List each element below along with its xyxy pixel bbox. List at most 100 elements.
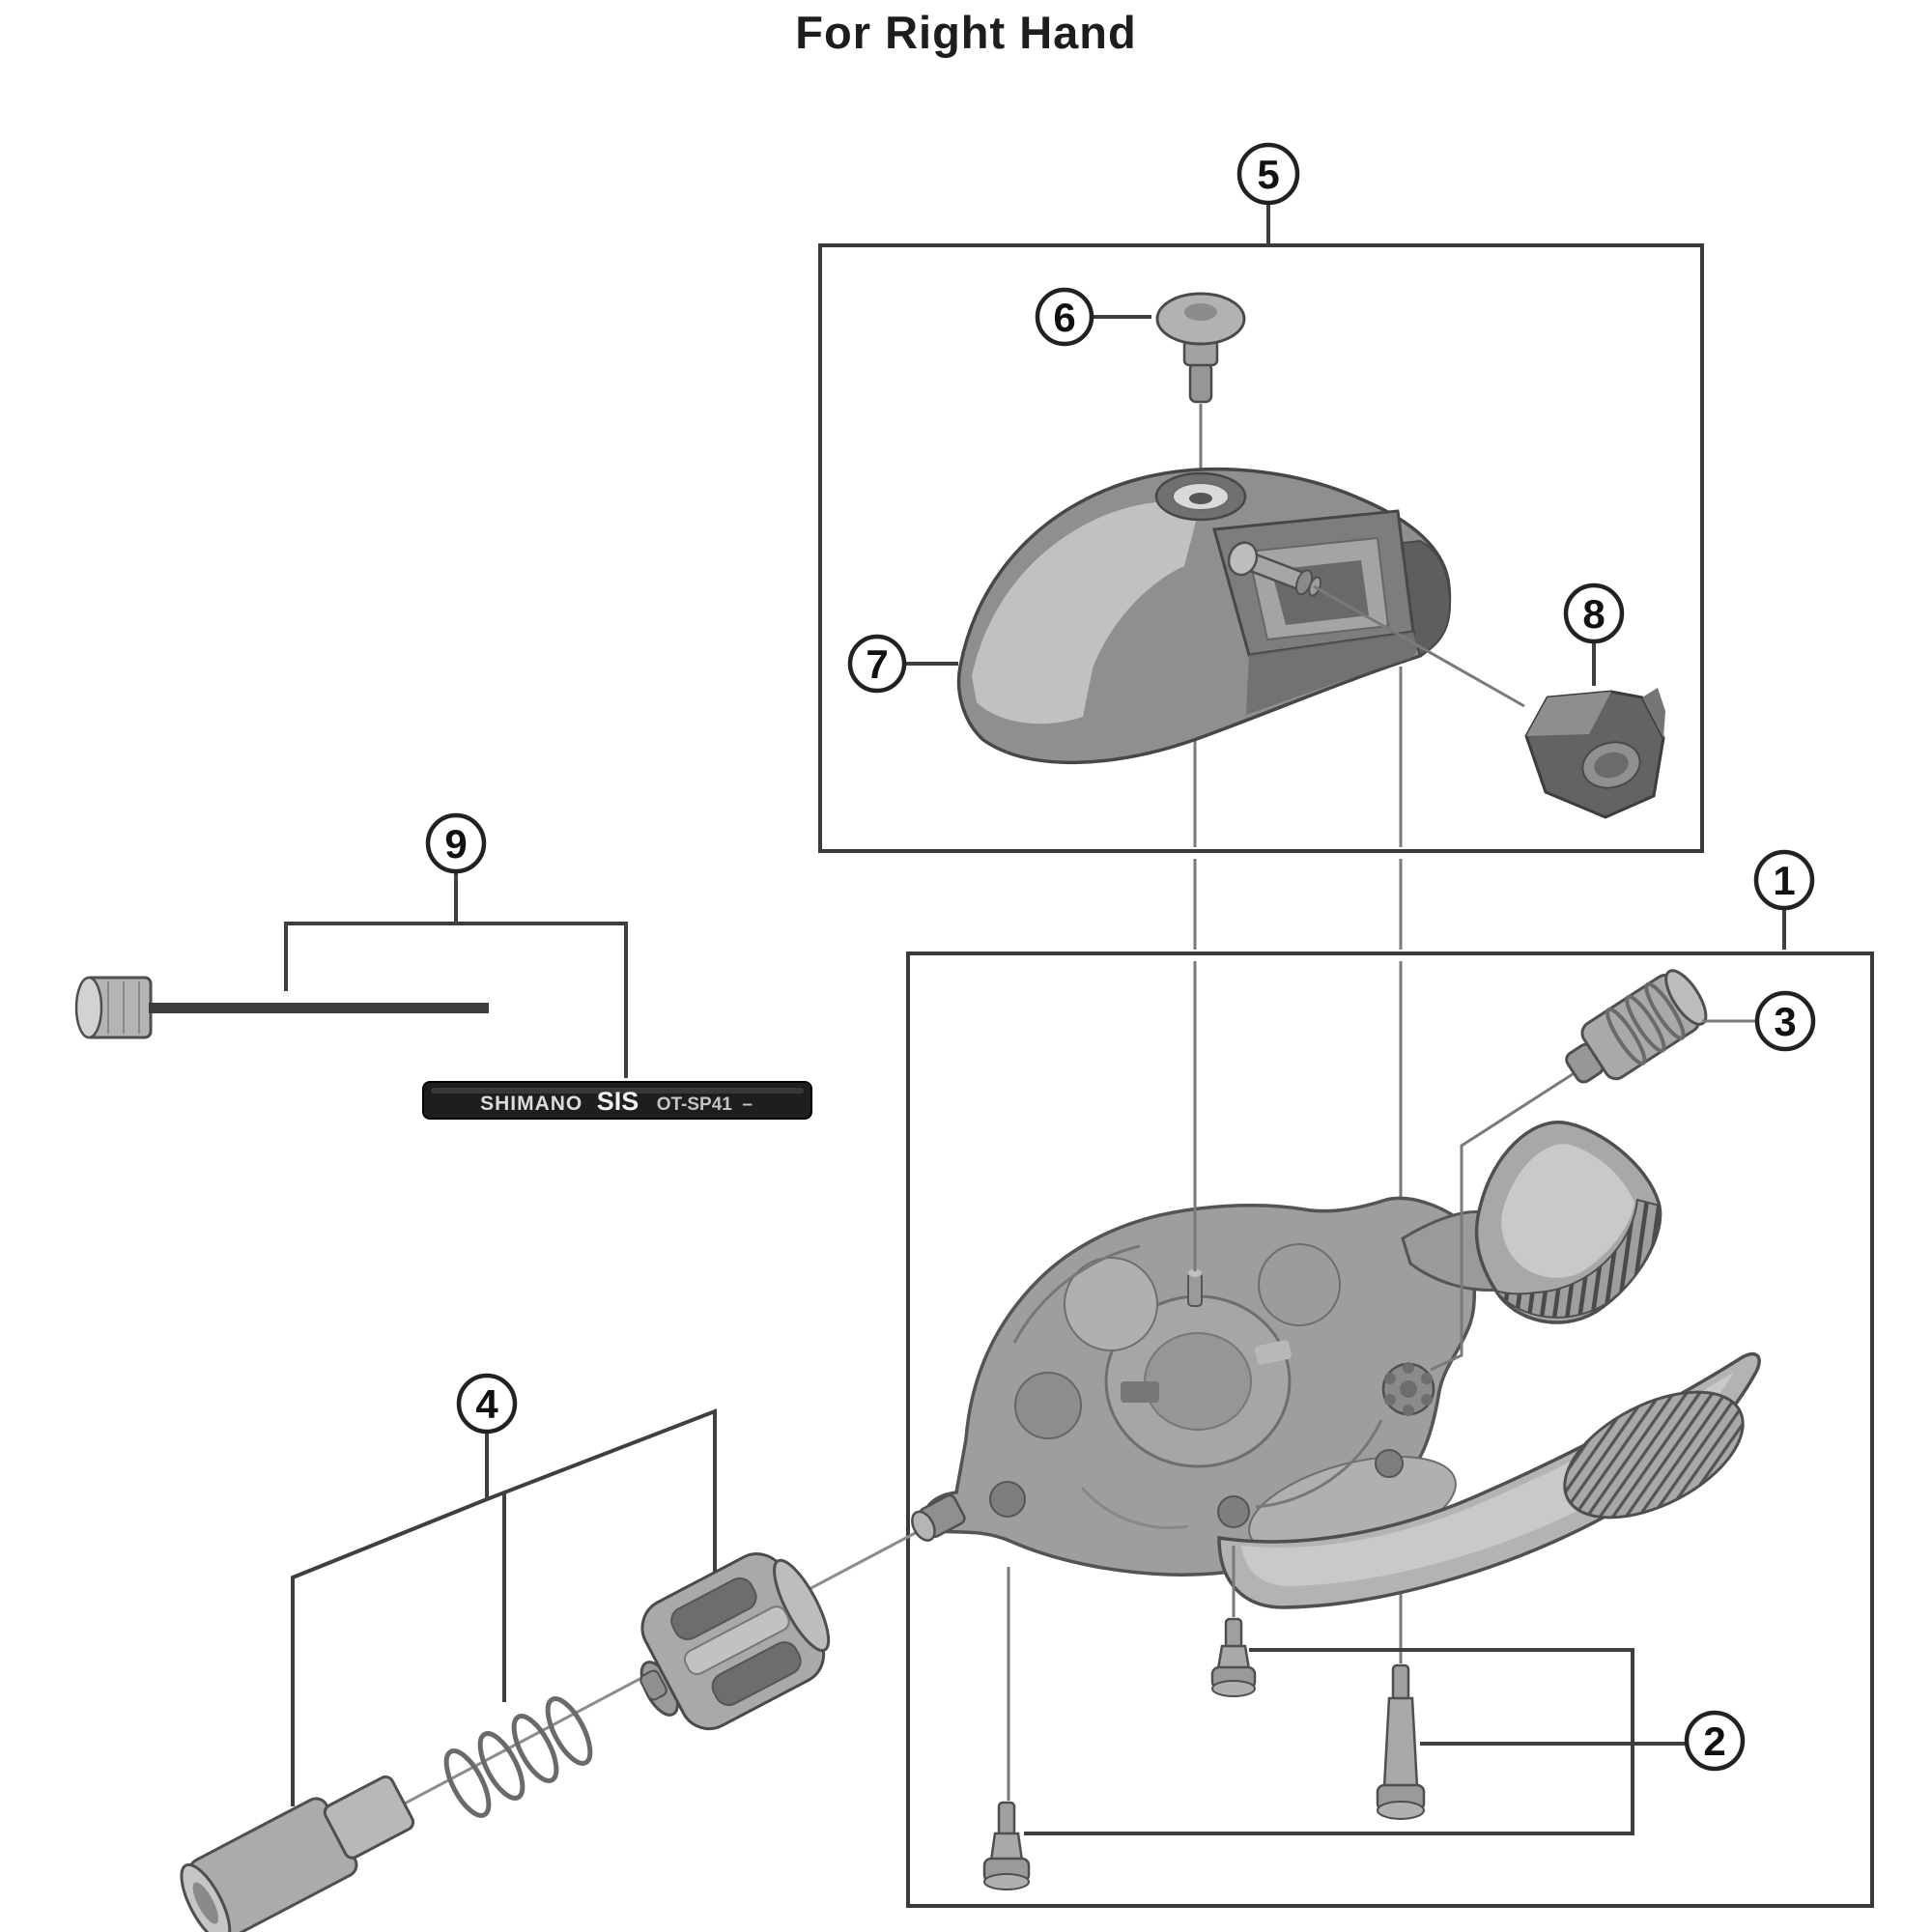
page-title: For Right Hand bbox=[795, 7, 1137, 58]
cage-tip bbox=[639, 1669, 668, 1701]
shifter-cover bbox=[956, 467, 1452, 765]
callout-3-circle bbox=[1754, 990, 1816, 1052]
screw-shaft bbox=[1216, 1644, 1251, 1671]
cover-side-panel bbox=[972, 501, 1200, 724]
callout-1: 1 bbox=[1753, 849, 1815, 950]
star-nut-tooth bbox=[1403, 1405, 1414, 1416]
fixing-screws-group bbox=[982, 1546, 1687, 1890]
main-gear-hub bbox=[1144, 1332, 1252, 1431]
main-shift-lever bbox=[1217, 1351, 1761, 1609]
callout-7: 7 bbox=[847, 634, 958, 694]
callout-6-circle bbox=[1035, 287, 1094, 347]
release-paddle bbox=[1401, 1121, 1662, 1324]
screw-head-base bbox=[1211, 1680, 1256, 1697]
cable-entry-boss bbox=[911, 1493, 966, 1542]
screw-shaft bbox=[989, 1832, 1024, 1862]
boot-rib bbox=[1625, 994, 1666, 1053]
callout-8-circle bbox=[1563, 582, 1625, 644]
callout-8-number: 8 bbox=[1582, 591, 1605, 637]
barrel-bore bbox=[192, 1882, 219, 1924]
paddle-grip-stripes bbox=[1492, 1198, 1662, 1319]
adjuster-spring bbox=[443, 1696, 593, 1818]
callout-9-circle bbox=[425, 812, 487, 874]
boot-flange bbox=[1664, 969, 1708, 1026]
callout-9-number: 9 bbox=[444, 821, 467, 867]
callout-6: 6 bbox=[1035, 287, 1151, 347]
callout-7-circle bbox=[847, 634, 907, 694]
top-alignment-pin bbox=[1187, 1269, 1203, 1307]
inner-cable bbox=[74, 976, 489, 1039]
clamp-nut-tab bbox=[1642, 688, 1665, 738]
screw-boss-right bbox=[1375, 1449, 1404, 1478]
outer-casing: SHIMANO SIS OT-SP41 – bbox=[422, 1081, 812, 1120]
callout-8: 8 bbox=[1563, 582, 1625, 686]
fixing-screw-right bbox=[1376, 1663, 1426, 1820]
cover-screw-shaft bbox=[1188, 361, 1213, 404]
star-nut-tooth bbox=[1403, 1362, 1414, 1374]
mechanism-detail-plate bbox=[1121, 1381, 1159, 1403]
lever-grip-pad bbox=[1563, 1390, 1745, 1520]
casing-model-text: OT-SP41 bbox=[657, 1094, 733, 1115]
callout-2: 2 bbox=[1684, 1710, 1746, 1772]
cover-screw-dimple bbox=[1184, 303, 1217, 321]
boot-rib bbox=[1644, 981, 1686, 1040]
cage-slot-top bbox=[670, 1577, 757, 1641]
spring-coil bbox=[477, 1731, 526, 1801]
callout-3: 3 bbox=[1754, 990, 1816, 1052]
star-nut-tooth bbox=[1384, 1373, 1396, 1384]
cable-wire bbox=[149, 1003, 489, 1013]
star-nut-tooth bbox=[1384, 1394, 1396, 1406]
callout-6-number: 6 bbox=[1053, 295, 1075, 340]
clamp-bolt bbox=[1227, 541, 1322, 597]
callout-5-circle bbox=[1236, 142, 1300, 206]
screw-tip bbox=[1391, 1663, 1410, 1702]
screw-tip bbox=[997, 1801, 1016, 1837]
screw-boss-left bbox=[989, 1481, 1026, 1518]
lever-blade-highlight bbox=[1241, 1372, 1734, 1586]
screw-boss-middle bbox=[1217, 1495, 1250, 1528]
callout-2-circle bbox=[1684, 1710, 1746, 1772]
callout-1-circle bbox=[1753, 849, 1815, 911]
cage-rib bbox=[683, 1605, 790, 1676]
callout-5: 5 bbox=[1236, 142, 1300, 243]
clamp-nut-bore bbox=[1594, 752, 1629, 779]
callout-4-number: 4 bbox=[475, 1381, 498, 1427]
callout-2-number: 2 bbox=[1703, 1719, 1725, 1764]
cover-screw-bore bbox=[1189, 493, 1212, 504]
callout-1-number: 1 bbox=[1773, 858, 1795, 903]
mechanism-detail-plate bbox=[1255, 1340, 1292, 1365]
boss-face bbox=[911, 1510, 936, 1542]
callout-9: 9 bbox=[425, 812, 487, 874]
pin-top bbox=[1188, 1269, 1202, 1277]
screw-head-base bbox=[983, 1873, 1030, 1890]
cage-flange bbox=[773, 1558, 831, 1653]
mechanism-detail-arc bbox=[1255, 1419, 1383, 1509]
box-lever-unit-1 bbox=[906, 952, 1874, 1908]
idler-wheel bbox=[1014, 1372, 1082, 1439]
star-nut-tooth bbox=[1421, 1373, 1433, 1384]
casing-highlight bbox=[431, 1088, 804, 1094]
cable-anchor-star-nut bbox=[1381, 1362, 1435, 1416]
clamp-nut-leader bbox=[1313, 584, 1525, 708]
fixing-screw-middle bbox=[1210, 1617, 1257, 1697]
callout-3-number: 3 bbox=[1774, 999, 1796, 1044]
screw-head-base bbox=[1377, 1801, 1425, 1820]
callout-7-number: 7 bbox=[866, 641, 888, 687]
callout-9-bracket bbox=[284, 922, 628, 1078]
casing-label: SHIMANO SIS OT-SP41 – bbox=[480, 1087, 753, 1116]
boot-routing-line bbox=[1430, 1053, 1604, 1372]
cable-boot-group bbox=[1565, 969, 1757, 1084]
cable-end-face bbox=[74, 976, 103, 1039]
clamp-bolt-head bbox=[1227, 541, 1259, 577]
barrel-nose bbox=[323, 1775, 415, 1860]
cable-and-housing-group: SHIMANO SIS OT-SP41 – bbox=[74, 871, 812, 1120]
screw-shaft bbox=[1382, 1696, 1419, 1789]
adjuster-cage bbox=[639, 1552, 831, 1730]
paddle-top-face bbox=[1501, 1144, 1634, 1278]
boot-rib bbox=[1605, 1007, 1647, 1065]
adjuster-barrel-nut bbox=[180, 1775, 415, 1932]
casing-brand-text: SHIMANO bbox=[480, 1093, 582, 1115]
callout-4-circle bbox=[456, 1373, 518, 1435]
cover-unit-group bbox=[956, 292, 1665, 819]
